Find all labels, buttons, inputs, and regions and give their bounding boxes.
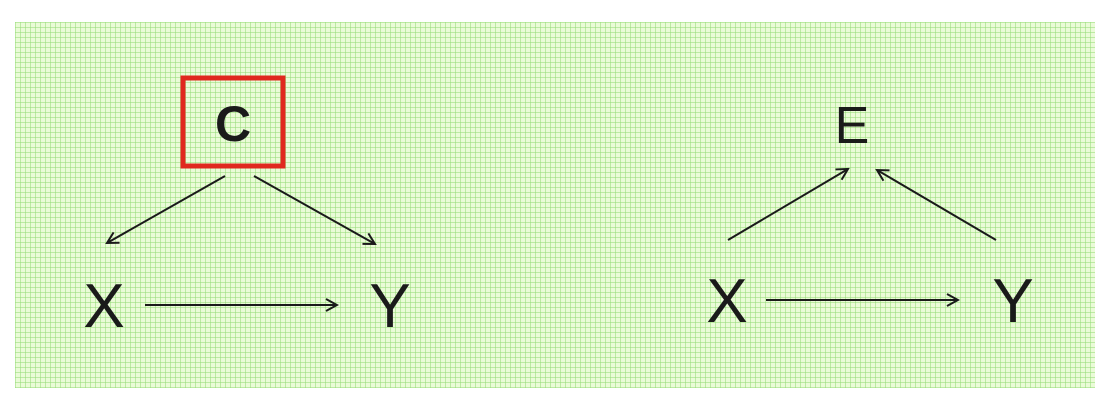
confounder-diagram: C X Y — [83, 75, 411, 341]
edge-c-to-y — [253, 175, 375, 244]
diagram-canvas — [15, 22, 1095, 388]
confounder-highlight-box — [180, 75, 286, 169]
edge-c-to-x — [107, 175, 226, 243]
node-c: C — [215, 96, 251, 152]
edge-x-to-e — [727, 169, 848, 241]
node-e: E — [835, 97, 870, 155]
node-x-left: X — [83, 272, 124, 341]
node-y-right: Y — [992, 267, 1033, 336]
collider-diagram: E X Y — [706, 97, 1033, 336]
node-x-right: X — [706, 267, 747, 336]
edge-y-to-e — [877, 170, 997, 241]
node-y-left: Y — [369, 272, 410, 341]
